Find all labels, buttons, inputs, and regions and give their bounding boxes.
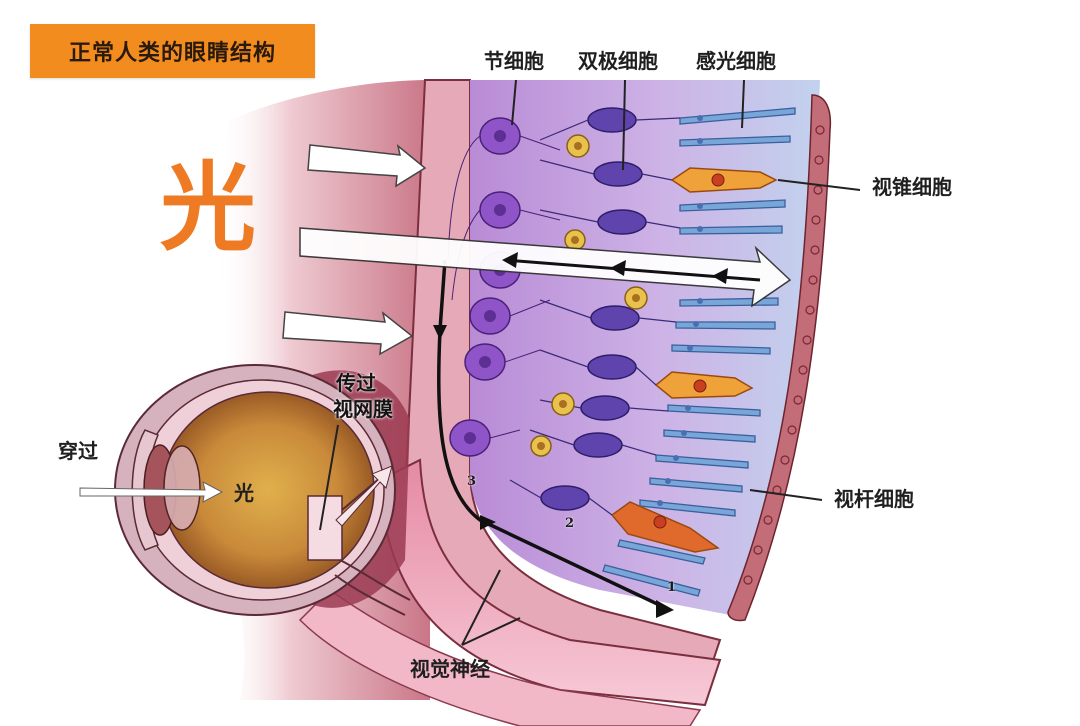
label-ganglion-cell: 节细胞 <box>484 49 544 73</box>
signal-step-1: 1 <box>667 580 677 595</box>
signal-step-2: 2 <box>565 516 575 531</box>
diagram-title: 正常人类的眼睛结构 <box>68 41 276 66</box>
label-pass-through-retina-line1: 传过 <box>336 371 376 395</box>
label-light-small: 光 <box>234 481 254 505</box>
signal-step-3: 3 <box>467 474 477 489</box>
label-pass-through-retina-line2: 视网膜 <box>333 397 393 421</box>
label-photoreceptor-cell: 感光细胞 <box>696 49 776 73</box>
label-bipolar-cell: 双极细胞 <box>578 49 658 73</box>
light-big-label: 光 <box>160 151 256 264</box>
label-cone-cell: 视锥细胞 <box>872 175 952 199</box>
label-optic-nerve: 视觉神经 <box>410 657 490 681</box>
label-rod-cell: 视杆细胞 <box>834 487 914 511</box>
title-banner: 正常人类的眼睛结构 <box>30 24 315 78</box>
label-pass-through: 穿过 <box>58 439 98 463</box>
